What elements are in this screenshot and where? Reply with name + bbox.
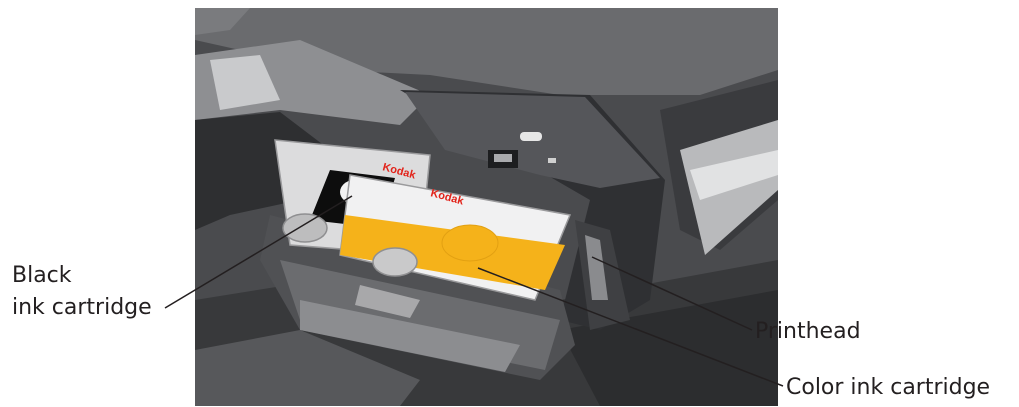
black-ink-cartridge-label: Black [12,262,72,290]
color-ink-cartridge-label: Color ink cartridge [786,374,990,402]
black-ink-cartridge-label-line2: ink cartridge [12,294,152,322]
printhead-label: Printhead [755,318,861,346]
